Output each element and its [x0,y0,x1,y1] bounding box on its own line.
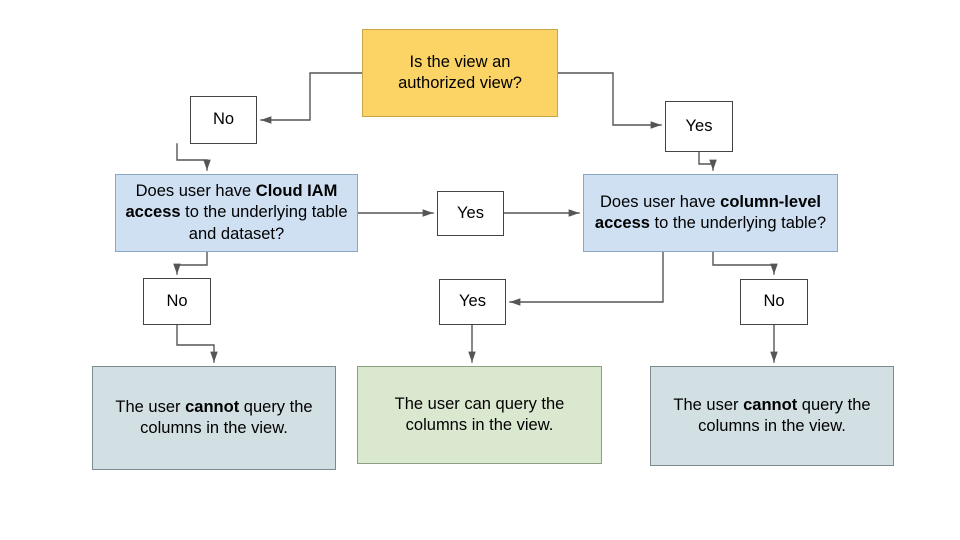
column-text-part1: Does user have [599,192,721,211]
column-text-part2: to the underlying table? [649,214,827,232]
decision-cloud-iam-label: Does user have Cloud IAM access to the u… [116,181,357,244]
iam-text-part2: to the underlying table and dataset? [180,203,348,243]
branch-yes-bottom-label: Yes [459,292,486,311]
terminal-allow-middle-label: The user can query the columns in the vi… [394,394,565,434]
deny-left-part2: query the columns in the view. [140,397,313,437]
connector-yes-to-column [698,151,717,171]
column-text-bold: column-level access [594,192,822,232]
deny-right-part2: query the columns in the view. [698,395,871,435]
connector-start-to-no [260,72,363,124]
terminal-allow-middle[interactable]: The user can query the columns in the vi… [357,366,602,464]
deny-left-bold: cannot [185,397,240,416]
connector-no-to-iam [176,143,211,171]
start-decision-authorized-view[interactable]: Is the view an authorized view? [362,29,558,117]
branch-no-top-label: No [212,110,235,129]
iam-text-part1: Does user have [135,182,256,201]
connector-no-to-deny-left [176,324,218,363]
branch-no-right[interactable]: No [740,279,808,325]
decision-column-level-access[interactable]: Does user have column-level access to th… [583,174,838,252]
branch-yes-top[interactable]: Yes [665,101,733,152]
connector-column-to-no [712,251,778,275]
connector-column-to-yes [509,251,664,306]
terminal-deny-left[interactable]: The user cannot query the columns in the… [92,366,336,470]
branch-no-left[interactable]: No [143,278,211,325]
iam-text-bold: Cloud IAM access [125,182,338,222]
branch-no-top[interactable]: No [190,96,257,144]
connector-iam-to-no [173,251,208,275]
branch-yes-top-label: Yes [685,116,713,135]
decision-column-level-label: Does user have column-level access to th… [584,192,837,234]
branch-no-right-label: No [763,292,785,311]
branch-yes-middle-label: Yes [457,203,484,222]
deny-left-part1: The user [115,397,186,416]
branch-yes-bottom[interactable]: Yes [439,279,506,325]
decision-cloud-iam-access[interactable]: Does user have Cloud IAM access to the u… [115,174,358,252]
terminal-deny-right-label: The user cannot query the columns in the… [651,395,893,437]
terminal-deny-left-label: The user cannot query the columns in the… [93,397,335,439]
branch-yes-middle[interactable]: Yes [437,191,504,236]
branch-no-left-label: No [166,291,188,310]
deny-right-bold: cannot [743,395,798,414]
connector-start-to-yes [557,72,662,129]
terminal-deny-right[interactable]: The user cannot query the columns in the… [650,366,894,466]
start-decision-label: Is the view an authorized view? [398,52,522,92]
deny-right-part1: The user [673,395,744,414]
